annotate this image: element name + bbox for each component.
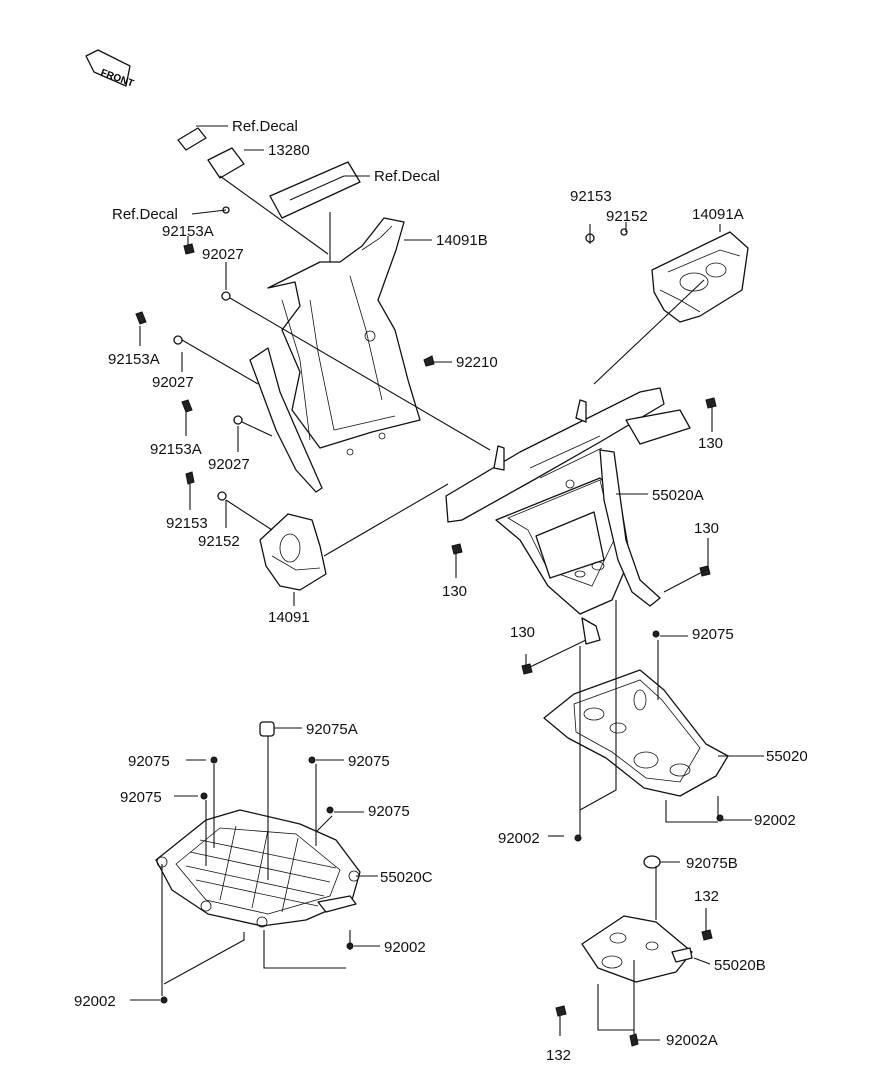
- label-55020B: 55020B: [714, 957, 766, 974]
- part-13280: [207, 147, 245, 179]
- front-arrow-icon: FRONT: [85, 49, 135, 90]
- label-55020A: 55020A: [652, 487, 704, 504]
- label-92153A: 92153A: [150, 441, 202, 458]
- fasteners: [135, 206, 724, 1047]
- leader-lines: [130, 125, 764, 1041]
- label-132: 132: [694, 888, 719, 905]
- panel-14091B: [249, 217, 421, 493]
- label-92153: 92153: [570, 188, 612, 205]
- label-14091A: 14091A: [692, 206, 744, 223]
- skid-plate-55020: [543, 669, 729, 797]
- label-92153A: 92153A: [162, 223, 214, 240]
- label-92075: 92075: [692, 626, 734, 643]
- label-ref-decal: Ref.Decal: [232, 118, 298, 135]
- label-92027: 92027: [208, 456, 250, 473]
- frame-55020A: [445, 387, 691, 645]
- label-92002: 92002: [754, 812, 796, 829]
- label-92002A: 92002A: [666, 1032, 718, 1049]
- label-92075: 92075: [368, 803, 410, 820]
- label-92027: 92027: [202, 246, 244, 263]
- skid-plate-55020B: [581, 915, 693, 983]
- label-92153: 92153: [166, 515, 208, 532]
- label-92075A: 92075A: [306, 721, 358, 738]
- label-130: 130: [694, 520, 719, 537]
- label-92210: 92210: [456, 354, 498, 371]
- label-92075: 92075: [348, 753, 390, 770]
- label-130: 130: [510, 624, 535, 641]
- decal-sheet: [269, 161, 361, 219]
- label-14091: 14091: [268, 609, 310, 626]
- hand-guard-14091: [259, 513, 327, 591]
- hand-guard-14091A: [651, 231, 749, 323]
- label-92075: 92075: [128, 753, 170, 770]
- label-55020: 55020: [766, 748, 808, 765]
- label-92153A: 92153A: [108, 351, 160, 368]
- label-92152: 92152: [198, 533, 240, 550]
- label-55020C: 55020C: [380, 869, 433, 886]
- label-14091B: 14091B: [436, 232, 488, 249]
- label-92002: 92002: [74, 993, 116, 1010]
- label-ref-decal: Ref.Decal: [374, 168, 440, 185]
- label-92027: 92027: [152, 374, 194, 391]
- label-92152: 92152: [606, 208, 648, 225]
- label-132: 132: [546, 1047, 571, 1064]
- label-92075B: 92075B: [686, 855, 738, 872]
- callout-labels: Ref.Decal 13280 Ref.Decal Ref.Decal 9215…: [74, 118, 808, 1064]
- label-130: 130: [442, 583, 467, 600]
- label-92002: 92002: [384, 939, 426, 956]
- decal-piece: [177, 127, 207, 151]
- label-ref-decal: Ref.Decal: [112, 206, 178, 223]
- label-130: 130: [698, 435, 723, 452]
- label-13280: 13280: [268, 142, 310, 159]
- label-92075: 92075: [120, 789, 162, 806]
- label-92002: 92002: [498, 830, 540, 847]
- skid-plate-55020C: [155, 809, 361, 928]
